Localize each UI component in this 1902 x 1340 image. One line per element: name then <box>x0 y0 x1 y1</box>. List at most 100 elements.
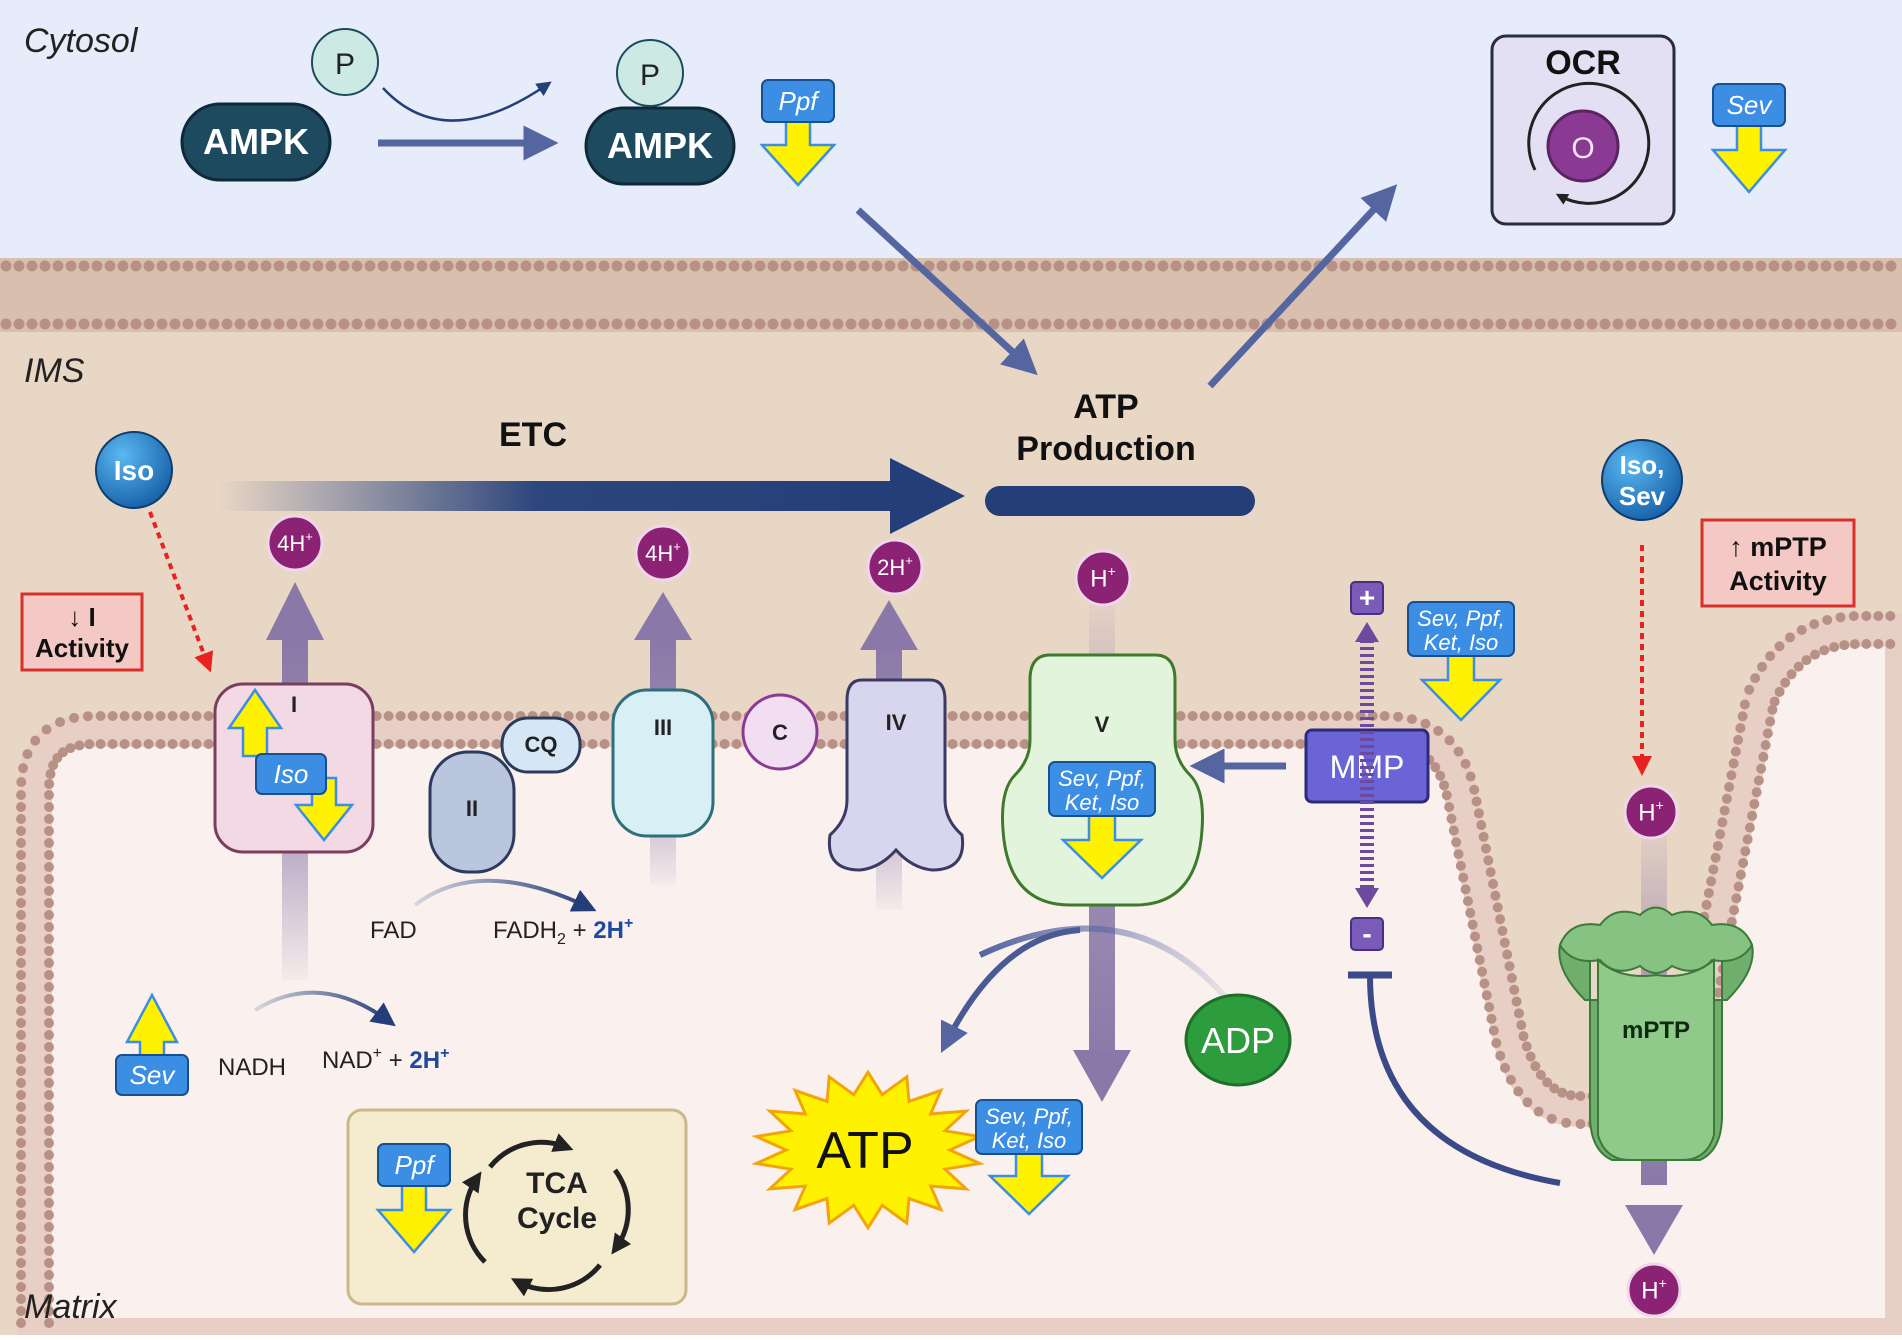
mptp-activity-box: ↑ mPTP Activity <box>1700 518 1856 608</box>
cq-label: CQ <box>525 732 558 757</box>
complex-i-activity-box: ↓ I Activity <box>20 592 144 672</box>
ampk-left-label: AMPK <box>203 121 309 162</box>
phosphorylation-arrow <box>382 81 552 122</box>
tca-arrow-bottom <box>510 1263 602 1297</box>
fad-label: FAD <box>370 917 417 944</box>
mmp-minus-label: - <box>1362 918 1371 949</box>
atp-drugs-line1: Sev, Ppf, <box>985 1104 1073 1129</box>
ppf-tca-label: Ppf <box>394 1150 436 1180</box>
atp-synthesis-arrow <box>940 927 1081 1054</box>
proton-c1: 4H+ <box>266 514 324 572</box>
complex-i-iso-tag: Iso <box>255 753 327 795</box>
sev-ocr-label: Sev <box>1727 90 1774 120</box>
ppf-ampk-effect: Ppf <box>759 79 837 187</box>
sev-ocr-effect: Sev <box>1710 83 1788 194</box>
adp-node: ADP <box>1184 993 1292 1087</box>
phospho-group-right: P <box>616 39 684 107</box>
proton-mptp-top-label: H+ <box>1638 797 1664 827</box>
sev-nadh-effect: Sev <box>115 992 189 1096</box>
phospho-left-label: P <box>335 48 355 81</box>
complex-v-drugs-line1: Sev, Ppf, <box>1058 766 1146 791</box>
mptp-activity-line2: Activity <box>1729 566 1827 596</box>
cytochrome-c-label: C <box>772 720 788 745</box>
i-activity-line2: Activity <box>35 633 129 663</box>
complex-v-drugs-effect: Sev, Ppf, Ket, Iso <box>1048 761 1156 880</box>
complex-v-label: V <box>1095 712 1110 737</box>
nadh-conversion-arrow <box>253 990 396 1027</box>
drug-effects: Iso Sev Ppf Sev Ppf <box>115 79 1788 1254</box>
c3-proton-head <box>634 592 692 640</box>
cytochrome-c: C <box>741 693 819 771</box>
proton-c3-label: 4H+ <box>645 539 681 566</box>
proton-mptp-top: H+ <box>1623 784 1679 840</box>
iso-to-complex-i-arrow <box>148 511 214 673</box>
ppf-ampk-label: Ppf <box>778 86 820 116</box>
etc-arrow-shaft <box>218 481 928 511</box>
mmp-drugs-line2: Ket, Iso <box>1424 630 1499 655</box>
proton-mptp-bottom-label: H+ <box>1641 1275 1667 1305</box>
phospho-group-left: P <box>311 28 379 96</box>
complex-iii: III <box>611 688 715 838</box>
complex-iv-label: IV <box>886 710 907 735</box>
ocr-center-label: O <box>1571 132 1594 165</box>
complex-i-down-arrow <box>293 776 355 843</box>
tca-cycle-box: TCA Cycle <box>346 1108 688 1306</box>
fad-conversion-arrow <box>413 878 597 912</box>
protons: 4H+ 4H+ 2H+ H+ H+ H+ <box>266 514 1682 1318</box>
iso-sev-line1: Iso, <box>1620 450 1665 480</box>
complex-ii: II <box>428 750 516 874</box>
c4-proton-head <box>860 600 918 650</box>
proton-c4-label: 2H+ <box>877 553 913 580</box>
outer-membrane <box>0 258 1902 332</box>
proton-mptp-bottom: H+ <box>1626 1262 1682 1318</box>
mmp-minus-badge: - <box>1350 917 1384 951</box>
atp-label: ATP <box>816 1122 913 1180</box>
tca-arrow-left <box>461 1171 487 1264</box>
sev-nadh-label: Sev <box>130 1060 177 1090</box>
cytosol-label: Cytosol <box>24 22 139 60</box>
atp-production-line1: ATP <box>1073 388 1138 426</box>
coenzyme-q: CQ <box>500 716 582 774</box>
phospho-right-label: P <box>640 59 660 92</box>
proton-c5: H+ <box>1074 549 1132 607</box>
proton-c1-label: 4H+ <box>277 529 313 556</box>
mptp-proton-head <box>1625 1205 1683 1255</box>
tca-label-line1: TCA <box>526 1167 588 1200</box>
mmp-drugs-effect: Sev, Ppf, Ket, Iso <box>1407 601 1515 722</box>
iso-ball-label: Iso <box>114 455 154 486</box>
complex-iii-label: III <box>654 715 672 740</box>
iso-sev-ball: Iso, Sev <box>1601 439 1683 521</box>
atp-production-bar <box>985 486 1255 516</box>
c5-proton-head <box>1073 1050 1131 1102</box>
ocr-title: OCR <box>1545 44 1621 82</box>
matrix-label: Matrix <box>24 1288 118 1326</box>
ppf-tca-effect: Ppf <box>375 1143 453 1254</box>
ampk-right-label: AMPK <box>607 125 713 166</box>
proton-c4: 2H+ <box>866 538 924 596</box>
iso-ball: Iso <box>95 431 173 509</box>
nadh-label: NADH <box>218 1054 286 1081</box>
mmp-plus-badge: + <box>1350 581 1384 615</box>
ocr-cycle-arrow <box>1527 81 1651 205</box>
mptp-label: mPTP <box>1622 1017 1690 1044</box>
complex-i-iso-label: Iso <box>274 759 309 789</box>
mptp-activity-line1: ↑ mPTP <box>1729 532 1827 562</box>
ocr-box: OCR O <box>1490 34 1676 226</box>
complex-i-label: I <box>291 692 297 717</box>
ims-label: IMS <box>24 352 85 390</box>
mptp-inhibits-mmp-line <box>1367 974 1561 1186</box>
c1-proton-head <box>266 582 324 640</box>
atp-drugs-effect: Sev, Ppf, Ket, Iso <box>975 1099 1083 1216</box>
fadh2-label: FADH2 + 2H+ <box>493 915 633 948</box>
complex-i-up-arrow <box>226 687 284 758</box>
complex-iv: IV <box>827 678 965 872</box>
mmp-polarity-bar <box>1355 622 1379 908</box>
ampk-right: AMPK <box>584 106 736 186</box>
adp-label: ADP <box>1201 1020 1275 1061</box>
etc-label: ETC <box>499 416 567 454</box>
tca-label-line2: Cycle <box>517 1202 597 1235</box>
mmp-plus-label: + <box>1359 582 1375 613</box>
atp-starburst: ATP <box>751 1069 985 1231</box>
ampk-to-atp-arrow <box>855 207 1038 376</box>
